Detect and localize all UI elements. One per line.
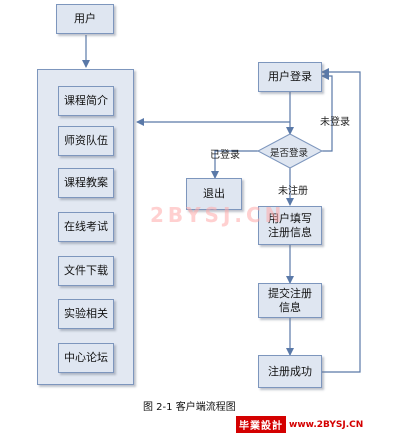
brand-url: www.2BYSJ.CN [289,419,364,430]
edge-label-not-logged-in: 未登录 [320,117,350,128]
decision-label: 是否登录 [270,148,309,159]
register-fill-node: 用户填写注册信息 [258,206,322,245]
teachers-label: 师资队伍 [64,134,108,147]
figure-caption: 图 2-1 客户端流程图 [143,402,236,413]
course-intro-node: 课程简介 [58,86,114,116]
edge-label-logged-in: 已登录 [210,150,240,161]
brand-logo: 毕業設計 www.2BYSJ.CN [236,416,363,433]
online-exam-label: 在线考试 [64,220,108,233]
experiment-label: 实验相关 [64,307,108,320]
experiment-node: 实验相关 [58,299,114,329]
register-success-label: 注册成功 [268,364,312,378]
file-download-label: 文件下载 [64,264,108,277]
lesson-plans-label: 课程教案 [64,176,108,189]
user-login-node: 用户登录 [258,62,322,92]
course-intro-label: 课程简介 [64,94,108,107]
file-download-node: 文件下载 [58,256,114,286]
submit-register-label: 提交注册信息 [268,286,312,314]
brand-name: 毕業設計 [236,416,286,433]
online-exam-node: 在线考试 [58,212,114,242]
edge-label-not-registered: 未注册 [278,186,308,197]
submit-register-node: 提交注册信息 [258,283,322,318]
watermark-text: 2BYSJ.CN [150,203,286,227]
forum-label: 中心论坛 [64,351,108,364]
lesson-plans-node: 课程教案 [58,168,114,198]
edge-logged-in [211,150,260,179]
teachers-node: 师资队伍 [58,126,114,156]
logout-label: 退出 [203,187,225,200]
user-login-label: 用户登录 [268,70,312,83]
forum-node: 中心论坛 [58,343,114,373]
decision-diamond [256,133,324,169]
edge-not-logged-in [321,72,333,152]
user-label: 用户 [74,12,96,25]
register-fill-label: 用户填写注册信息 [268,211,312,239]
logout-node: 退出 [186,178,242,210]
register-success-node: 注册成功 [258,355,322,388]
user-node: 用户 [56,4,114,34]
edge-success-to-login [321,68,361,373]
